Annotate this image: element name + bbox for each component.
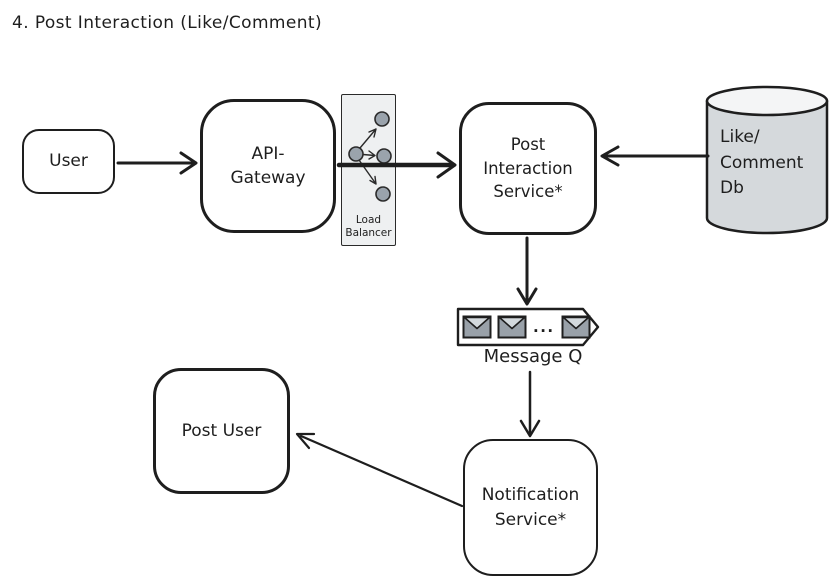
api-gateway-label: API- Gateway	[230, 143, 306, 188]
post-interaction-service-box: Post Interaction Service*	[459, 102, 597, 235]
user-label: User	[49, 151, 88, 172]
notification-service-box: Notification Service*	[463, 439, 598, 576]
diagram-title: 4. Post Interaction (Like/Comment)	[12, 13, 323, 33]
message-queue: ...	[456, 306, 602, 348]
queue-dots: ...	[533, 317, 555, 336]
user-box: User	[22, 129, 115, 194]
envelope-icon	[462, 315, 492, 339]
arrow-queue-to-notification	[519, 370, 541, 438]
arrow-user-to-gateway	[116, 151, 198, 175]
load-balancer-label: Load Balancer	[345, 213, 392, 240]
post-user-box: Post User	[153, 368, 290, 494]
load-balancer-box: Load Balancer	[341, 94, 396, 246]
like-comment-db: Like/ Comment Db	[705, 84, 829, 236]
message-queue-envelopes: ...	[462, 315, 591, 339]
envelope-icon	[497, 315, 527, 339]
arrow-db-to-service	[600, 145, 710, 167]
post-user-label: Post User	[181, 420, 262, 441]
envelope-icon	[561, 315, 591, 339]
like-comment-db-label: Like/ Comment Db	[720, 127, 804, 198]
post-interaction-service-label: Post Interaction Service*	[483, 135, 573, 202]
arrow-notification-to-postuser	[295, 432, 464, 508]
notification-service-label: Notification Service*	[481, 485, 580, 530]
db-cylinder-icon	[705, 85, 829, 235]
message-queue-label: Message Q	[483, 346, 583, 367]
load-balancer-graph-icon	[347, 111, 392, 202]
arrow-service-to-queue	[516, 236, 538, 306]
api-gateway-box: API- Gateway	[200, 99, 336, 233]
